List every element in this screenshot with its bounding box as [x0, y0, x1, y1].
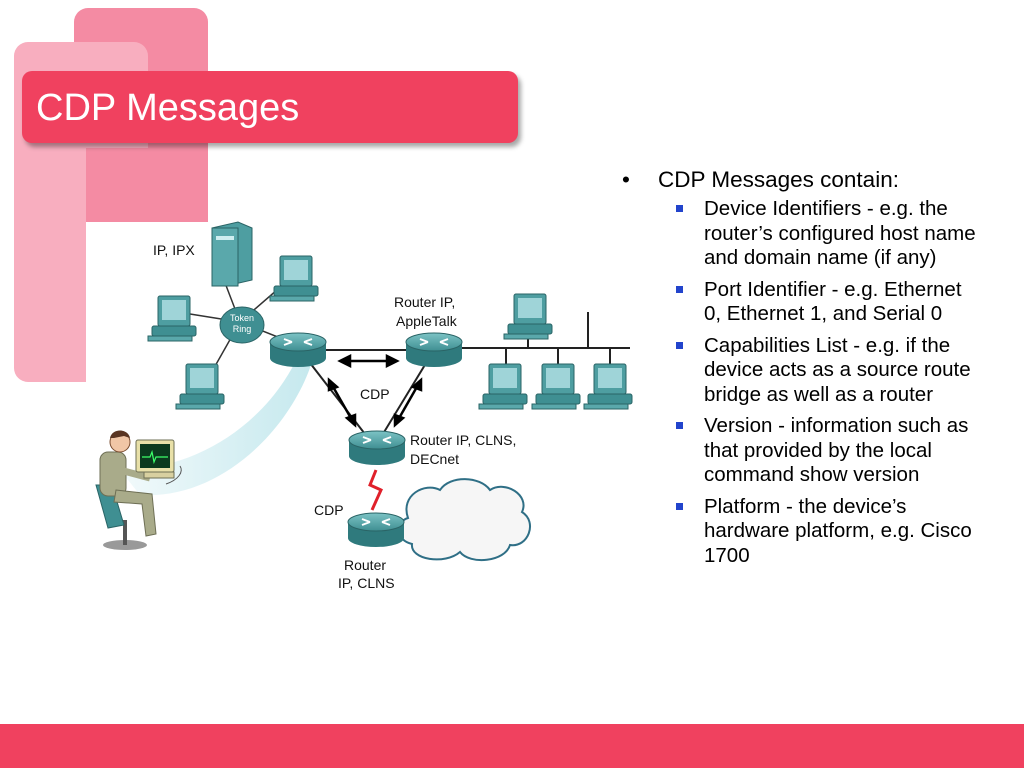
- serial-link: [368, 469, 383, 511]
- pc-icon: [147, 295, 197, 342]
- bullet-dot-icon: •: [622, 167, 630, 192]
- monitoring-beam: [120, 352, 312, 496]
- network-diagram: Token Ring IP, IPX Router IP, AppleTalk …: [95, 221, 633, 591]
- sub-bullet-item: Platform - the device’s hardware platfor…: [614, 495, 984, 569]
- label-router-ip: Router IP,: [394, 294, 455, 310]
- sub-bullet-text: Platform - the device’s hardware platfor…: [704, 494, 972, 567]
- sub-bullet-item: Capabilities List - e.g. if the device a…: [614, 334, 984, 408]
- svg-text:Ring: Ring: [233, 324, 252, 334]
- label-cdp-lower: CDP: [314, 502, 344, 518]
- pc-icon: [503, 293, 553, 340]
- router-icon: [269, 332, 327, 368]
- title-bar: CDP Messages: [22, 71, 518, 143]
- pc-icon: [175, 363, 225, 410]
- bullet-list: • CDP Messages contain: Device Identifie…: [614, 166, 984, 575]
- label-ip-ipx: IP, IPX: [153, 242, 195, 258]
- label-cdp-center: CDP: [360, 386, 390, 402]
- sub-bullet-item: Device Identifiers - e.g. the router’s c…: [614, 197, 984, 271]
- pc-icon: [478, 363, 528, 410]
- sub-bullet-text: Device Identifiers - e.g. the router’s c…: [704, 197, 976, 269]
- server-icon: [211, 221, 253, 287]
- label-router: Router: [344, 557, 386, 573]
- square-bullet-icon: [676, 502, 683, 510]
- label-router-ip-clns: Router IP, CLNS,: [410, 432, 516, 448]
- router-icon: [347, 512, 405, 548]
- decor-fill-panel: [86, 148, 208, 223]
- square-bullet-icon: [676, 285, 683, 293]
- sub-bullet-text: Capabilities List - e.g. if the device a…: [704, 333, 971, 406]
- wan-cloud: [397, 478, 531, 562]
- label-appletalk: AppleTalk: [396, 313, 458, 329]
- router-icon: [405, 332, 463, 368]
- square-bullet-icon: [676, 422, 683, 429]
- square-bullet-icon: [676, 205, 683, 212]
- label-decnet: DECnet: [410, 451, 459, 467]
- sub-bullet-text: Version - information such as that provi…: [704, 414, 969, 486]
- pc-icon: [531, 363, 581, 410]
- router-icon: [348, 430, 406, 466]
- sub-bullet-item: Port Identifier - e.g. Ethernet 0, Ether…: [614, 278, 984, 327]
- slide-title: CDP Messages: [36, 87, 300, 129]
- sub-bullet-item: Version - information such as that provi…: [614, 414, 984, 488]
- cdp-arrows: [327, 353, 423, 428]
- svg-text:Token: Token: [230, 313, 254, 323]
- sub-bullet-list: Device Identifiers - e.g. the router’s c…: [614, 197, 984, 568]
- bottom-bar: [0, 724, 1024, 768]
- operator-icon: [95, 430, 182, 550]
- pc-icon: [269, 255, 319, 302]
- main-bullet: • CDP Messages contain:: [614, 166, 984, 193]
- sub-bullet-text: Port Identifier - e.g. Ethernet 0, Ether…: [704, 277, 962, 326]
- label-ip-clns: IP, CLNS: [338, 575, 395, 591]
- square-bullet-icon: [676, 341, 683, 349]
- token-ring-hub-icon: Token Ring: [219, 306, 265, 344]
- main-bullet-text: CDP Messages contain:: [658, 167, 899, 192]
